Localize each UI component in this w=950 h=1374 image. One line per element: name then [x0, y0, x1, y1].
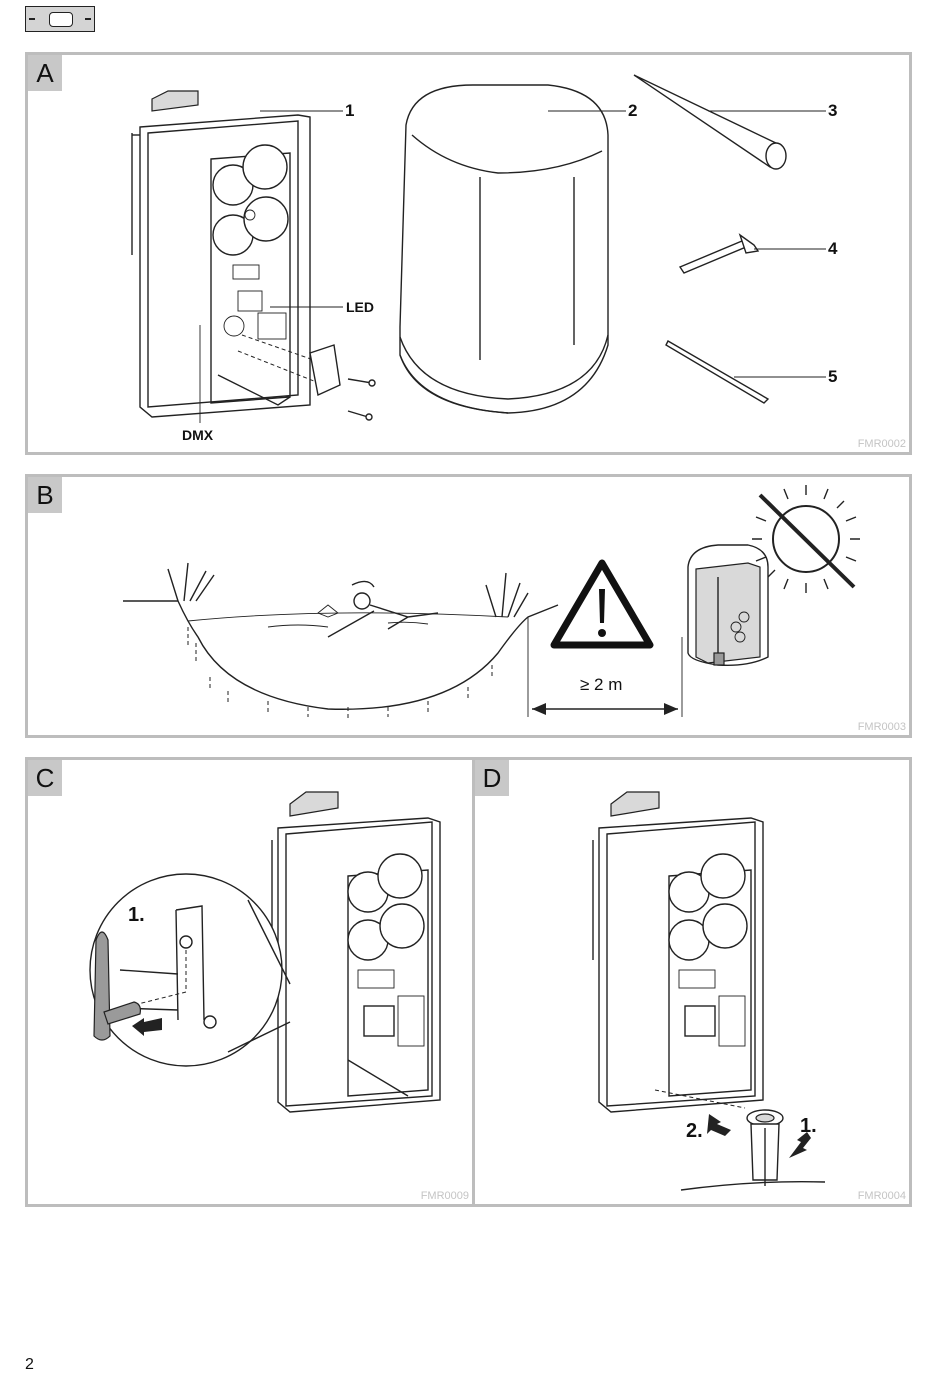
callout-5: 5: [828, 367, 838, 386]
reeds-left-drawing: [167, 562, 215, 602]
step-1-arrow-icon: [789, 1132, 811, 1158]
protection-class-symbol: [25, 6, 95, 32]
panel-c-drawing: [89, 791, 441, 1113]
screws-drawing: [347, 378, 373, 418]
ground-spike-drawing: [633, 74, 781, 169]
no-sun-icon: [752, 485, 860, 593]
callout-2: 2: [628, 101, 638, 120]
page-number: 2: [25, 1356, 34, 1373]
step-1-label: 1.: [128, 904, 145, 926]
socket-housing-drawing-d: [592, 791, 764, 1113]
panel-d: D FMR0004 1. 2.: [472, 757, 912, 1207]
panel-c: C FMR0009: [25, 757, 475, 1207]
distance-label: ≥ 2 m: [580, 675, 623, 694]
panel-a-letter: A: [28, 55, 62, 91]
panel-c-letter: C: [28, 760, 62, 796]
reeds-right-drawing: [485, 572, 529, 618]
antenna-drawing-c: [93, 931, 141, 1041]
panel-a-code: FMR0002: [857, 438, 906, 450]
double-insulated-enclosure-icon: [49, 12, 73, 27]
dmx-label: DMX: [182, 427, 214, 443]
cover-drawing: [399, 84, 609, 414]
installed-housing-drawing: [687, 544, 769, 667]
antenna-drawing: [678, 240, 748, 274]
socket-housing-drawing-c: [271, 791, 441, 1113]
ground-spike-holder-drawing: [654, 1089, 826, 1191]
panel-d-drawing: [592, 791, 826, 1191]
step-1-label: 1.: [800, 1115, 817, 1137]
led-module-drawing: [309, 344, 341, 397]
callout-3: 3: [828, 101, 838, 120]
symbol-dash-right: [85, 18, 91, 20]
panel-c-code: FMR0009: [420, 1190, 469, 1202]
panel-d-code: FMR0004: [857, 1190, 906, 1202]
socket-housing-drawing: [131, 90, 329, 418]
panel-b: B FMR0003: [25, 474, 912, 738]
panel-a: A FMR0002: [25, 52, 912, 455]
panel-d-letter: D: [475, 760, 509, 796]
panel-a-drawing: [131, 74, 826, 423]
rod-drawing: [665, 340, 770, 404]
panel-b-code: FMR0003: [857, 721, 906, 733]
callout-1: 1: [345, 101, 355, 120]
warning-triangle-icon: [550, 559, 654, 649]
led-label: LED: [346, 299, 374, 315]
push-arrow-icon: [132, 1018, 162, 1036]
detail-magnifier-drawing: [89, 873, 291, 1067]
step-2-arrow-icon: [707, 1114, 731, 1136]
step-2-label: 2.: [686, 1120, 703, 1142]
callout-4: 4: [828, 239, 838, 258]
panel-b-letter: B: [28, 477, 62, 513]
pond-drawing: [123, 600, 559, 719]
panel-b-drawing: [123, 485, 860, 719]
swimmer-drawing: [317, 580, 439, 638]
distance-arrow-drawing: [527, 617, 683, 717]
symbol-dash-left: [29, 18, 35, 20]
